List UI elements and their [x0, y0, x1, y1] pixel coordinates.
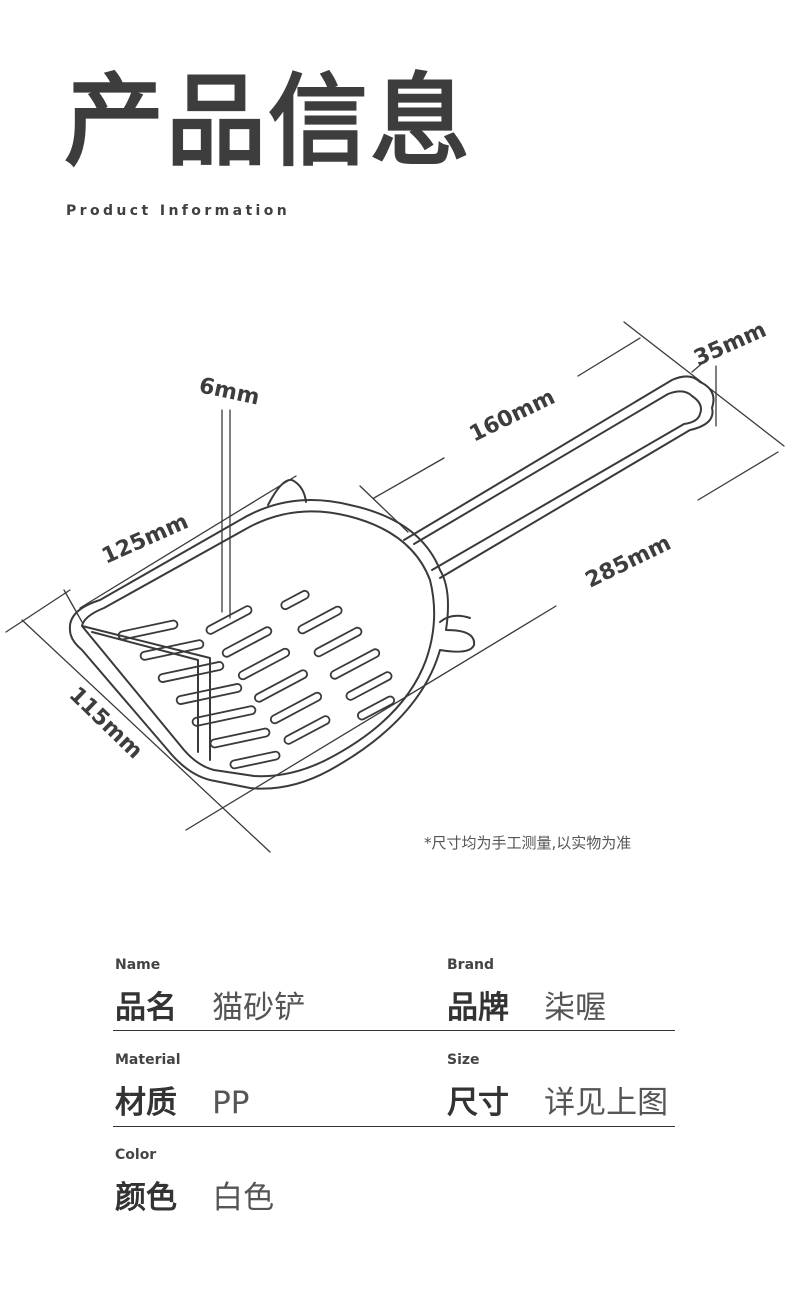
spec-material: Material 材质 PP: [115, 1052, 249, 1122]
scoop-body: [68, 499, 476, 790]
spec-brand-en: Brand: [447, 957, 495, 973]
page-title: 产品信息: [64, 63, 472, 180]
divider: [113, 1030, 675, 1031]
spec-size-en: Size: [447, 1052, 480, 1068]
dim-scoop-width: 115mm: [64, 682, 147, 764]
spec-size-value: 详见上图: [544, 1085, 669, 1121]
spec-color-en: Color: [115, 1147, 157, 1163]
dim-bar-gap: 6mm: [197, 373, 262, 410]
divider: [113, 1126, 675, 1127]
spec-size-cn: 尺寸: [447, 1085, 509, 1121]
scoop-ear-right: [439, 614, 471, 623]
dim-total-length: 285mm: [582, 531, 675, 594]
dimension-lines: [5, 321, 785, 853]
spec-color-cn: 颜色: [115, 1180, 177, 1216]
scoop-handle: [403, 375, 715, 579]
spec-brand-cn: 品牌: [447, 990, 509, 1026]
spec-brand-value: 柒喔: [544, 990, 607, 1026]
scoop-lip: [81, 625, 211, 761]
dim-handle-end-width: 35mm: [690, 318, 770, 372]
scoop-rim: [81, 510, 436, 778]
spec-name-value: 猫砂铲: [212, 990, 306, 1026]
scoop-lip-inner: [91, 631, 199, 753]
spec-color-value: 白色: [212, 1180, 275, 1216]
spec-name-cn: 品名: [115, 990, 177, 1026]
dim-handle-length: 160mm: [466, 385, 559, 448]
spec-color: Color 颜色 白色: [115, 1147, 274, 1217]
scoop-dimension-drawing: 6mm 125mm 115mm 160mm 35mm 285mm: [5, 318, 785, 853]
spec-brand: Brand 品牌 柒喔: [447, 957, 606, 1027]
scoop-slots: [117, 589, 396, 770]
spec-size: Size 尺寸 详见上图: [447, 1052, 668, 1122]
spec-name-en: Name: [115, 957, 161, 973]
measurement-note: *尺寸均为手工测量,以实物为准: [424, 834, 632, 852]
page-subtitle: Product Information: [66, 203, 291, 219]
spec-material-cn: 材质: [115, 1085, 177, 1121]
spec-material-en: Material: [115, 1052, 181, 1068]
scoop-handle-inner: [413, 390, 702, 571]
scoop-ear-left: [267, 478, 307, 506]
spec-material-value: PP: [212, 1085, 250, 1121]
dim-scoop-length: 125mm: [98, 509, 192, 569]
spec-name: Name 品名 猫砂铲: [115, 957, 305, 1027]
